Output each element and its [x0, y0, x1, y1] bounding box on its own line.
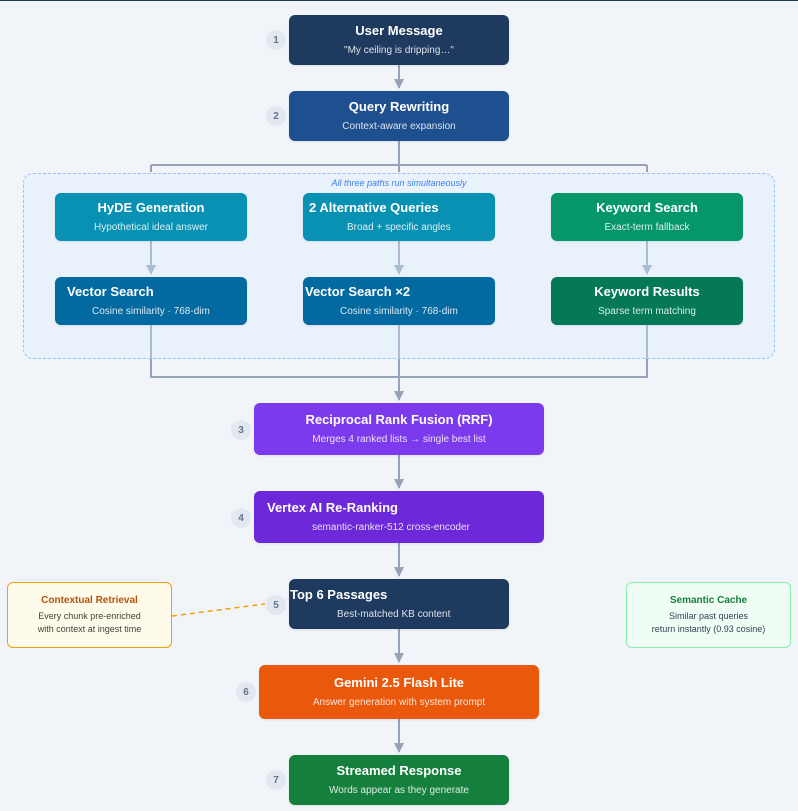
parallel-group-label: All three paths run simultaneously: [331, 178, 467, 188]
hyde-generation-node: HyDE Generation Hypothetical ideal answe…: [55, 193, 247, 241]
alt-queries-sub: Broad + specific angles: [347, 222, 451, 233]
streamed-response-title: Streamed Response: [336, 763, 462, 778]
step-number-5: 5: [266, 595, 286, 615]
rrf-node: Reciprocal Rank Fusion (RRF) Merges 4 ra…: [254, 403, 544, 455]
alt-queries-title: 2 Alternative Queries: [309, 200, 439, 215]
gemini-title: Gemini 2.5 Flash Lite: [333, 675, 465, 690]
vector-search-x2-node: Vector Search ×2 Cosine similarity · 768…: [303, 277, 495, 325]
step-number-2: 2: [266, 106, 286, 126]
keyword-results-sub: Sparse term matching: [598, 306, 696, 317]
hyde-sub: Hypothetical ideal answer: [94, 222, 208, 233]
vector-search-title: Vector Search: [67, 284, 154, 299]
rrf-sub: Merges 4 ranked lists → single best list: [312, 434, 486, 445]
alternative-queries-node: 2 Alternative Queries Broad + specific a…: [303, 193, 495, 241]
vector-search-node: Vector Search Cosine similarity · 768-di…: [55, 277, 247, 325]
vector-search-sub: Cosine similarity · 768-dim: [92, 306, 210, 317]
streamed-response-node: Streamed Response Words appear as they g…: [289, 755, 509, 805]
streamed-response-sub: Words appear as they generate: [329, 785, 469, 796]
step-number-1: 1: [266, 30, 286, 50]
semantic-cache-line-1: Similar past queries: [668, 611, 749, 621]
gemini-sub: Answer generation with system prompt: [312, 697, 486, 708]
rrf-title: Reciprocal Rank Fusion (RRF): [305, 412, 493, 427]
gemini-node: Gemini 2.5 Flash Lite Answer generation …: [259, 665, 539, 719]
vector-search-x2-title: Vector Search ×2: [305, 284, 411, 299]
user-message-node: User Message "My ceiling is dripping…": [289, 15, 509, 65]
keyword-results-node: Keyword Results Sparse term matching: [551, 277, 743, 325]
reranking-title: Vertex AI Re-Ranking: [267, 500, 399, 515]
step-number-4: 4: [231, 508, 251, 528]
query-rewriting-sub: Context-aware expansion: [342, 121, 456, 132]
contextual-retrieval-line-1: Every chunk pre-enriched: [38, 611, 141, 621]
reranking-node: Vertex AI Re-Ranking semantic-ranker-512…: [254, 491, 544, 543]
user-message-title: User Message: [355, 23, 443, 38]
semantic-cache-line-2: return instantly (0.93 cosine): [651, 624, 766, 634]
contextual-retrieval-line-2: with context at ingest time: [37, 624, 142, 634]
semantic-cache-title: Semantic Cache: [669, 595, 748, 606]
semantic-cache-note: Semantic Cache Similar past queries retu…: [626, 582, 791, 648]
keyword-results-title: Keyword Results: [594, 284, 700, 299]
vector-search-x2-sub: Cosine similarity · 768-dim: [340, 306, 458, 317]
top-border: [0, 0, 798, 1]
step-number-3: 3: [231, 420, 251, 440]
keyword-search-title: Keyword Search: [596, 200, 698, 215]
query-rewriting-title: Query Rewriting: [348, 99, 450, 114]
user-message-sub: "My ceiling is dripping…": [344, 45, 454, 56]
top-passages-node: Top 6 Passages Best-matched KB content: [289, 579, 509, 629]
hyde-title: HyDE Generation: [97, 200, 205, 215]
top-passages-title: Top 6 Passages: [290, 587, 388, 602]
keyword-search-sub: Exact-term fallback: [604, 222, 690, 233]
contextual-retrieval-title: Contextual Retrieval: [41, 595, 138, 606]
reranking-sub: semantic-ranker-512 cross-encoder: [312, 522, 470, 533]
step-number-7: 7: [266, 770, 286, 790]
step-number-6: 6: [236, 682, 256, 702]
contextual-retrieval-note: Contextual Retrieval Every chunk pre-enr…: [7, 582, 172, 648]
keyword-search-node: Keyword Search Exact-term fallback: [551, 193, 743, 241]
top-passages-sub: Best-matched KB content: [337, 609, 451, 620]
query-rewriting-node: Query Rewriting Context-aware expansion: [289, 91, 509, 141]
contextual-retrieval-text: Every chunk pre-enriched with context at…: [38, 610, 142, 636]
semantic-cache-text: Similar past queries return instantly (0…: [652, 610, 766, 636]
